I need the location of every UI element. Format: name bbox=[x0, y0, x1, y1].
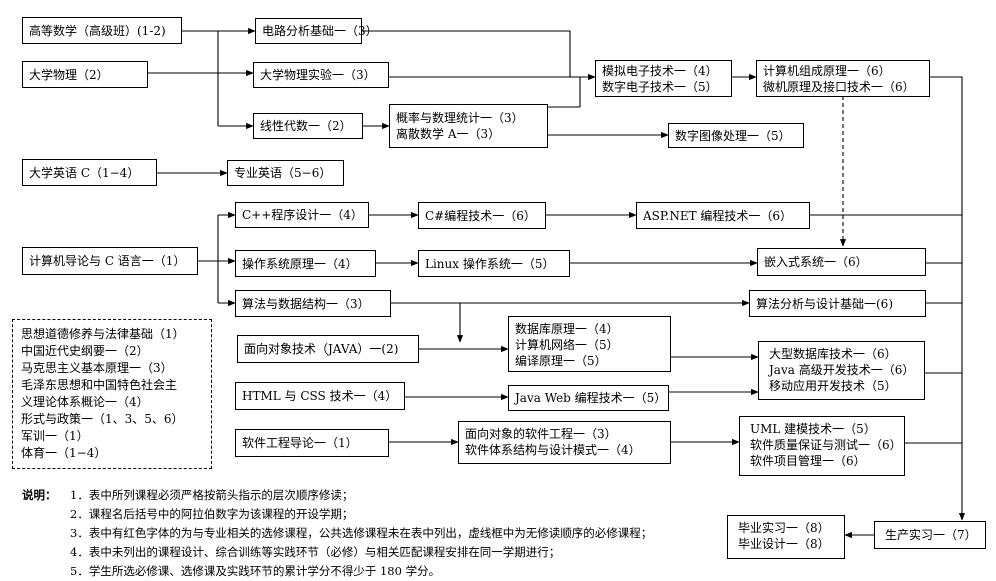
course-graduation: 毕业实习一（8） 毕业设计一（8） bbox=[727, 515, 845, 559]
course-linear-algebra: 线性代数一（2） bbox=[253, 113, 363, 139]
course-db-network-compiler: 数据库原理一（4） 计算机网络一（5） 编译原理一（5） bbox=[508, 316, 671, 372]
course-linux: Linux 操作系统一（5） bbox=[418, 250, 570, 277]
course-cpp: C++程序设计一（4） bbox=[235, 202, 369, 228]
note-item: 4．表中未列出的课程设计、综合训练等实践环节（必修）与相关匹配课程安排在同一学期… bbox=[70, 545, 561, 559]
course-java: 面向对象技术（JAVA）一(2) bbox=[237, 335, 419, 363]
notes: 说明： 1．表中所列课程必须严格按箭头指示的层次顺序修读； 2．课程名后括号中的… bbox=[22, 486, 652, 581]
course-aspnet: ASP.NET 编程技术一（6） bbox=[636, 202, 810, 229]
course-analog-digital: 模拟电子技术一（4） 数字电子技术一（5） bbox=[595, 60, 732, 97]
course-image-processing: 数字图像处理一（5） bbox=[668, 123, 804, 148]
course-algo-design: 算法分析与设计基础一(6) bbox=[749, 290, 926, 317]
required-courses-box: 思想道德修养与法律基础（1） 中国近代史纲要一（2） 马克思主义基本原理一（3）… bbox=[12, 319, 212, 469]
course-os: 操作系统原理一（4） bbox=[235, 250, 376, 277]
course-csharp: C#编程技术一（6） bbox=[418, 202, 546, 229]
course-prof-english: 专业英语（5−6） bbox=[227, 160, 344, 186]
note-item: 5．学生所选必修课、选修课及实践环节的累计学分不得少于 180 学分。 bbox=[70, 564, 441, 578]
course-math: 高等数学（高级班）(1-2) bbox=[22, 17, 182, 44]
course-javaweb: Java Web 编程技术一（5） bbox=[508, 385, 669, 411]
note-item: 2．课程名后括号中的阿拉伯数字为该课程的开设学期； bbox=[70, 507, 354, 521]
course-uml-testing: UML 建模技术一（5） 软件质量保证与测试一（6） 软件项目管理一（6） bbox=[739, 416, 905, 476]
course-algo: 算法与数据结构一（3） bbox=[235, 290, 391, 317]
course-html-css: HTML 与 CSS 技术一（4） bbox=[235, 382, 405, 410]
course-physics: 大学物理（2） bbox=[22, 61, 148, 88]
course-org-micro: 计算机组成原理一（6） 微机原理及接口技术一（6） bbox=[756, 60, 930, 97]
course-physics-lab: 大学物理实验一（3） bbox=[253, 62, 389, 88]
course-prob-discrete: 概率与数理统计一（3） 离散数学 A一（3） bbox=[389, 104, 548, 148]
note-item: 1．表中所列课程必须严格按箭头指示的层次顺序修读； bbox=[70, 488, 354, 502]
course-se-intro: 软件工程导论一（1） bbox=[235, 429, 389, 457]
course-large-db: 大型数据库技术一（6） Java 高级开发技术一（6） 移动应用开发技术（5） bbox=[758, 341, 925, 400]
course-circuit: 电路分析基础一（3） bbox=[255, 18, 378, 44]
notes-heading: 说明： bbox=[22, 488, 57, 502]
course-english: 大学英语 C（1−4） bbox=[22, 159, 157, 186]
course-oo-se: 面向对象的软件工程一（3） 软件体系结构与设计模式一（4） bbox=[458, 421, 671, 464]
note-item: 3．表中有红色字体的为与专业相关的选修课程，公共选修课程未在表中列出，虚线框中为… bbox=[70, 526, 653, 540]
course-embedded: 嵌入式系统一（6） bbox=[757, 248, 926, 276]
course-intro: 计算机导论与 C 语言一（1） bbox=[22, 247, 198, 275]
course-practice: 生产实习一（7） bbox=[874, 521, 986, 549]
